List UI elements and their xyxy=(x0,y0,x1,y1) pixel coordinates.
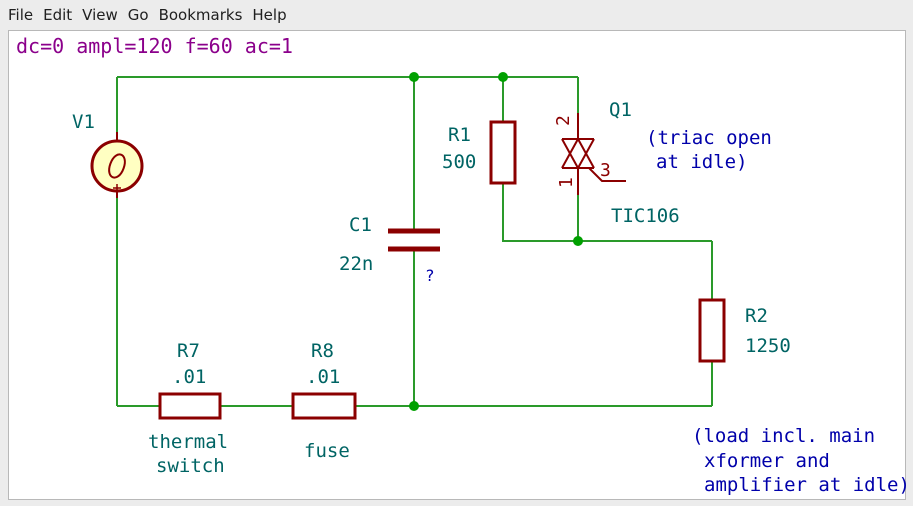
junction-dot xyxy=(498,72,508,82)
r7-value-label: .01 xyxy=(172,366,206,388)
c1-value-label: 22n xyxy=(339,253,373,275)
menu-edit[interactable]: Edit xyxy=(43,6,73,24)
c1-note-label: ? xyxy=(425,266,435,285)
triac-note-line1: (triac open xyxy=(646,127,772,149)
junction-dot xyxy=(573,236,583,246)
wires xyxy=(116,76,713,407)
r1-value-label: 500 xyxy=(442,151,476,173)
q1-pin-gate: 3 xyxy=(600,160,611,181)
v1-ref-label: V1 xyxy=(72,111,95,133)
sine-wave-icon xyxy=(108,153,126,179)
load-note-line3: amplifier at idle) xyxy=(704,474,910,496)
c1-ref-label: C1 xyxy=(349,214,372,236)
r8-value-label: .01 xyxy=(306,366,340,388)
r8-desc-label: fuse xyxy=(304,440,350,462)
r7-desc-line2: switch xyxy=(156,455,225,477)
q1-pin-anode: 2 xyxy=(553,115,574,126)
r7-ref-label: R7 xyxy=(177,340,200,362)
load-note-line1: (load incl. main xyxy=(692,425,875,447)
menu-view[interactable]: View xyxy=(82,6,118,24)
menu-bookmarks[interactable]: Bookmarks xyxy=(158,6,243,24)
q1-value-label: TIC106 xyxy=(611,205,680,227)
r7-resistor-symbol[interactable] xyxy=(158,392,222,420)
menu-bar: File Edit View Go Bookmarks Help xyxy=(0,0,913,30)
r7-desc-line1: thermal xyxy=(148,431,228,453)
q1-pin-cathode: 1 xyxy=(556,177,577,188)
menu-file[interactable]: File xyxy=(8,6,34,24)
schematic-labels: dc=0 ampl=120 f=60 ac=1 V1 C1 22n ? R1 5… xyxy=(16,34,910,496)
triac-note-line2: at idle) xyxy=(656,151,748,173)
junctions xyxy=(409,72,583,411)
schematic-canvas[interactable] xyxy=(8,30,906,500)
junction-dot xyxy=(409,401,419,411)
simulation-directive: dc=0 ampl=120 f=60 ac=1 xyxy=(16,34,293,58)
r2-resistor-symbol[interactable] xyxy=(698,298,726,363)
r1-ref-label: R1 xyxy=(448,124,471,146)
r2-value-label: 1250 xyxy=(745,335,791,357)
wire-r1-bottom xyxy=(502,183,712,242)
menu-help[interactable]: Help xyxy=(252,6,287,24)
plus-sign-icon xyxy=(113,184,121,192)
v1-source-symbol[interactable] xyxy=(90,132,144,198)
menu-go[interactable]: Go xyxy=(127,6,149,24)
q1-ref-label: Q1 xyxy=(609,99,632,121)
r1-resistor-symbol[interactable] xyxy=(489,120,517,185)
v1-source-circle xyxy=(90,139,144,193)
c1-capacitor-symbol[interactable] xyxy=(388,228,440,252)
r8-resistor-symbol[interactable] xyxy=(291,392,357,420)
r2-ref-label: R2 xyxy=(745,305,768,327)
q1-triac-symbol[interactable] xyxy=(561,113,626,195)
r8-ref-label: R8 xyxy=(311,340,334,362)
junction-dot xyxy=(409,72,419,82)
load-note-line2: xformer and xyxy=(704,450,830,472)
